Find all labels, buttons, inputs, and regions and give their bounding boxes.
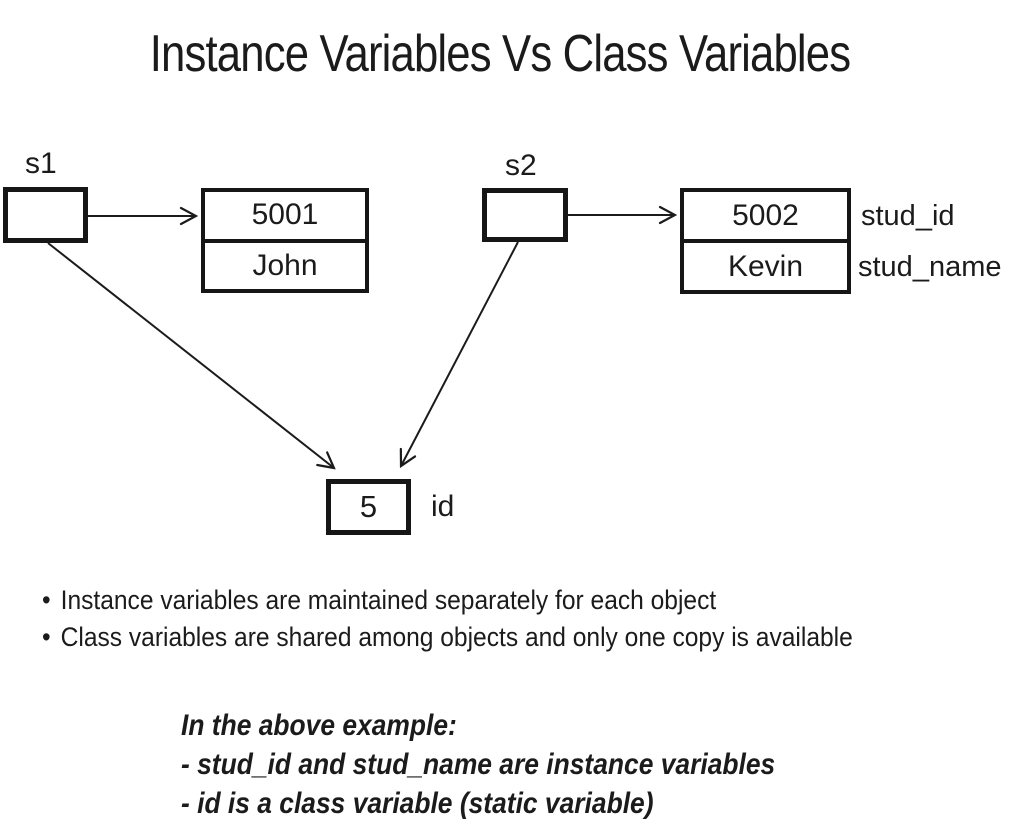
class-var-value: 5 — [359, 489, 378, 524]
note-line: In the above example: — [181, 709, 457, 742]
s2-label: s2 — [505, 149, 537, 182]
s1-label: s1 — [25, 147, 57, 180]
bullet-marker: • — [42, 585, 51, 615]
bullet-item: • Instance variables are maintained sepa… — [42, 582, 853, 619]
bullet-item: • Class variables are shared among objec… — [42, 619, 853, 656]
bullet-text: Class variables are shared among objects… — [60, 622, 853, 652]
bullet-list: • Instance variables are maintained sepa… — [42, 582, 853, 656]
object1-stud-name-value: John — [252, 248, 318, 282]
class-var-box: 5 — [326, 479, 411, 535]
note-line: - id is a class variable (static variabl… — [181, 787, 654, 820]
object2-stud-id-value: 5002 — [732, 198, 799, 232]
object2-stud-name-cell: Kevin — [684, 243, 847, 290]
bullet-marker: • — [42, 622, 51, 652]
arrow-s1-to-class-var — [47, 242, 334, 468]
object2-box: 5002 Kevin — [680, 188, 851, 294]
object2-stud-id-cell: 5002 — [684, 192, 847, 243]
object2-stud-name-value: Kevin — [727, 249, 804, 283]
id-label: id — [431, 490, 455, 523]
object1-box: 5001 John — [201, 188, 369, 293]
stud-id-field-label: stud_id — [861, 200, 955, 232]
s1-reference-box — [3, 187, 88, 243]
object1-stud-id-cell: 5001 — [205, 192, 365, 243]
note-line: - stud_id and stud_name are instance var… — [181, 748, 776, 781]
arrow-s2-to-class-var — [401, 241, 519, 466]
page-title: Instance Variables Vs Class Variables — [149, 25, 851, 83]
s2-reference-box — [482, 188, 568, 242]
object1-stud-name-cell: John — [205, 243, 365, 290]
object1-stud-id-value: 5001 — [251, 198, 319, 232]
stud-name-field-label: stud_name — [858, 251, 1002, 283]
notes-block: In the above example: - stud_id and stud… — [181, 706, 775, 823]
bullet-text: Instance variables are maintained separa… — [60, 585, 717, 615]
